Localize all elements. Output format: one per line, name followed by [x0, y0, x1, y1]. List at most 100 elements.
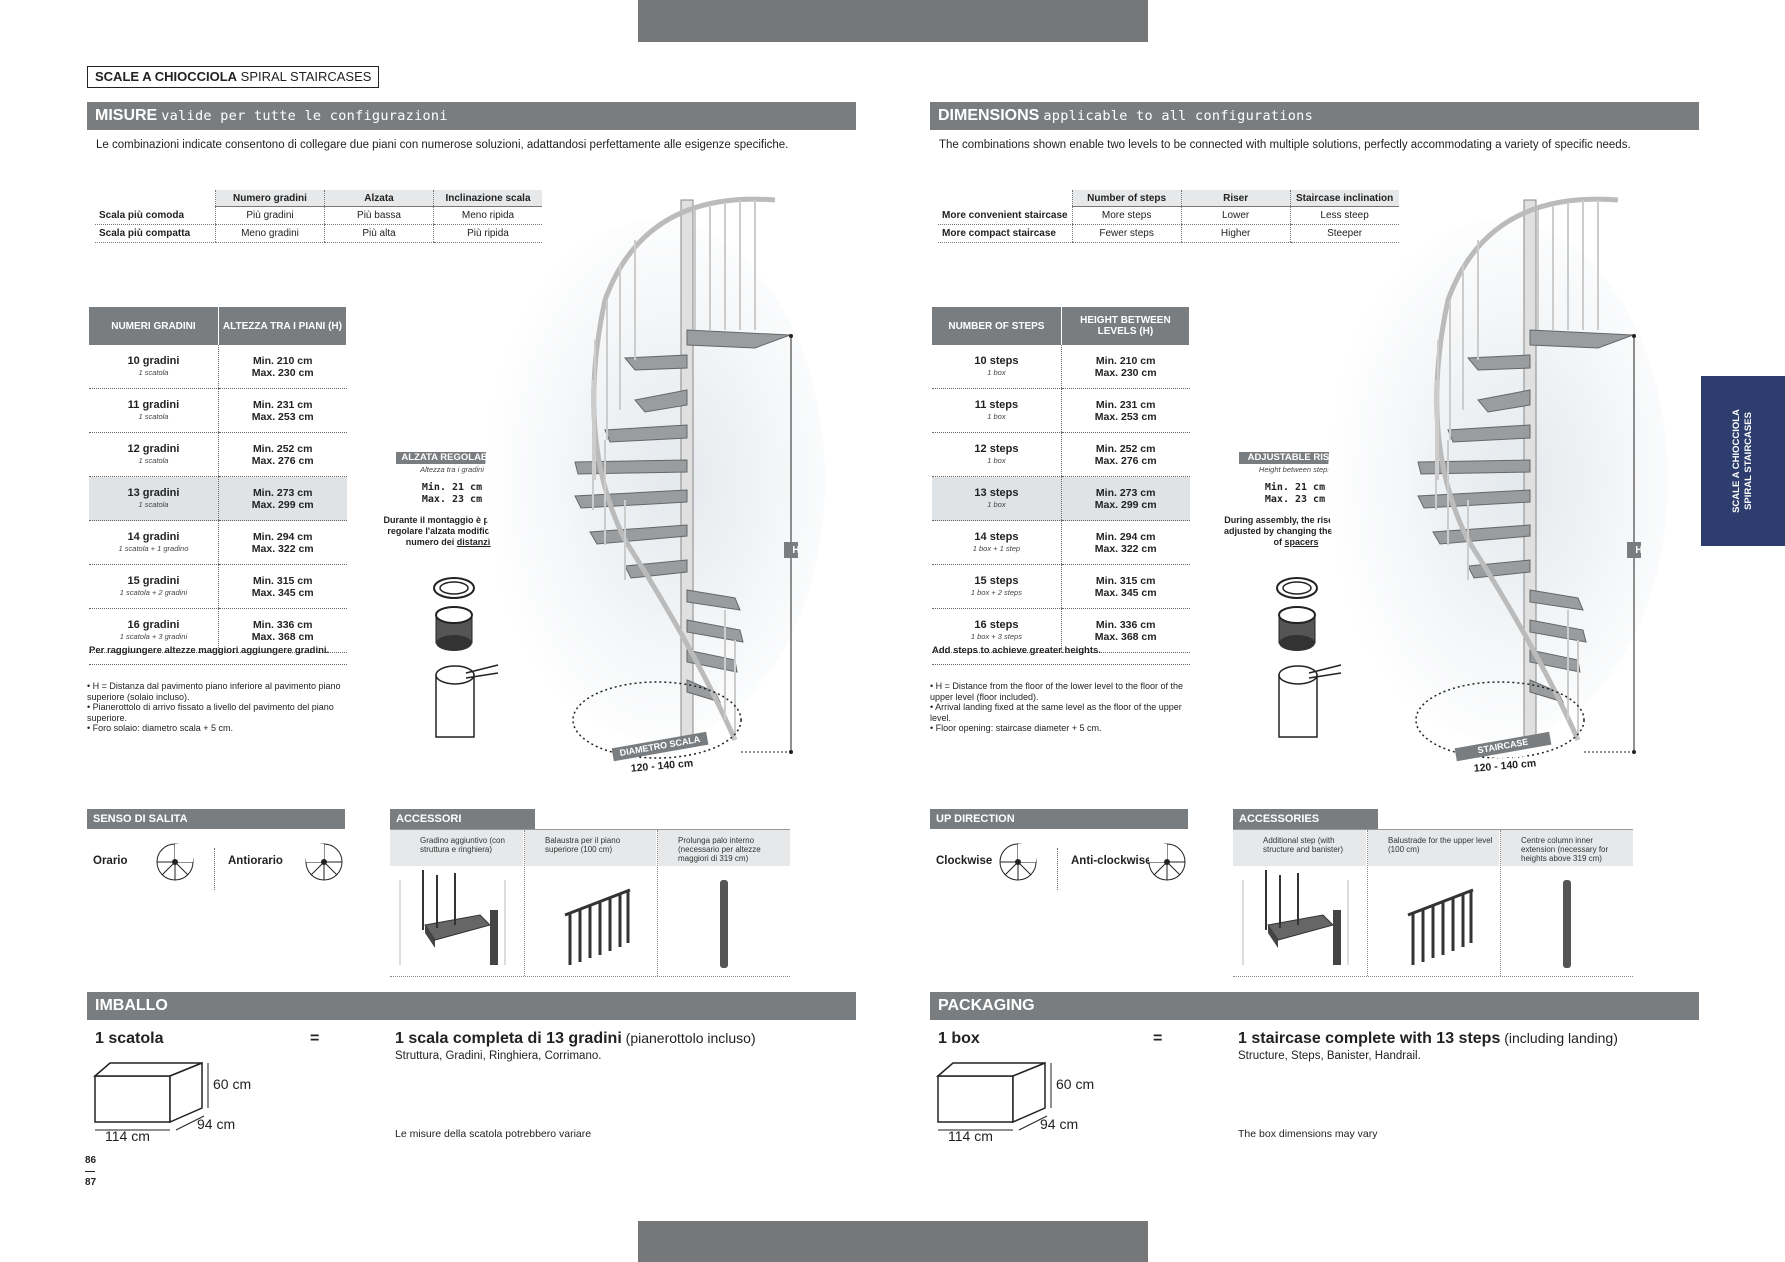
spacer-illustration [1276, 577, 1342, 738]
box-depth: 94 cm [1040, 1116, 1079, 1132]
box-height: 60 cm [213, 1076, 252, 1092]
bottom-decor-bar [638, 1221, 1148, 1262]
packaging-contents: Struttura, Gradini, Ringhiera, Corrimano… [395, 1050, 602, 1062]
bullet-note: • H = Distance from the floor of the low… [930, 681, 1184, 702]
cmp-cell: Lower [1180, 206, 1291, 225]
up-direction-header: UP DIRECTION [930, 809, 1188, 829]
height-max: Max. 253 cm [251, 410, 314, 423]
riser-sub: Height between steps [1258, 465, 1332, 474]
column-extension-image [720, 880, 728, 968]
cmp-cell: Meno ripida [433, 206, 542, 225]
height-min: Min. 294 cm [252, 530, 313, 543]
accessories-header: ACCESSORIES [1233, 809, 1378, 829]
accessory-caption: Balaustra per il piano superiore (100 cm… [525, 830, 656, 866]
height-max: Max. 368 cm [1094, 630, 1157, 643]
crumb-bold: SCALE A CHIOCCIOLA [95, 69, 238, 84]
cmp-cell: Higher [1180, 224, 1291, 243]
side-tab-line1: SCALE A CHIOCCIOLA [1731, 409, 1742, 513]
step-box: 1 scatola + 1 gradino [118, 543, 189, 553]
riser-note-link: spacers [1284, 537, 1319, 547]
step-count: 12 gradini [127, 442, 180, 455]
packaging-header-title: PACKAGING [938, 997, 1035, 1014]
step-count: 15 steps [974, 574, 1019, 587]
box-illustration [935, 1061, 1052, 1131]
cmp-cell: Più alta [324, 224, 434, 243]
dimensions-header-sub: applicable to all configurations [1043, 108, 1314, 124]
dimensions-header-bold: DIMENSIONS [938, 107, 1040, 124]
step-count: 16 steps [974, 618, 1019, 631]
clockwise-icon [156, 843, 194, 881]
bullet-note: • Arrival landing fixed at the same leve… [930, 702, 1182, 723]
page-numbers: 86 — 87 [85, 1155, 96, 1188]
page-number-left: 86 [85, 1155, 97, 1166]
riser-title: ADJUSTABLE RISER [1239, 452, 1351, 464]
cmp-cell: Scala più compatta [95, 224, 216, 243]
dimensions-header-sub: valide per tutte le configurazioni [161, 108, 448, 124]
accessory-caption: Balustrade for the upper level (100 cm) [1368, 830, 1499, 866]
cmp-cell: Meno gradini [215, 224, 325, 243]
bullet-notes: • H = Distanza dal pavimento piano infer… [87, 681, 357, 734]
cmp-header: Riser [1180, 190, 1291, 207]
packaging-description: 1 staircase complete with 13 steps (incl… [1238, 1030, 1618, 1048]
height-max: Max. 368 cm [251, 630, 314, 643]
height-max: Max. 322 cm [251, 542, 314, 555]
cmp-row: Scala più comoda Più gradini Più bassa M… [95, 206, 542, 225]
packaging-main-rest: (including landing) [1504, 1030, 1618, 1046]
riser-title: ALZATA REGOLABILE [396, 452, 508, 464]
height-label: H [792, 545, 800, 556]
balustrade-image [1407, 888, 1474, 965]
bullet-note: • Floor opening: staircase diameter + 5 … [930, 723, 1102, 733]
step-box: 1 scatola [138, 455, 169, 465]
height-min: Min. 336 cm [1095, 618, 1156, 631]
riser-min: Min. 21 cm [1264, 482, 1326, 493]
height-max: Max. 230 cm [1094, 366, 1157, 379]
balustrade-image [564, 888, 631, 965]
cmp-header: Numero gradini [215, 190, 325, 207]
dimensions-header-bold: MISURE [95, 107, 158, 124]
step-box: 1 scatola [138, 499, 169, 509]
anticlockwise-label: Anti-clockwise [1071, 855, 1152, 867]
anticlockwise-label: Antiorario [228, 855, 283, 867]
intro-text: The combinations shown enable two levels… [939, 139, 1631, 151]
height-max: Max. 230 cm [251, 366, 314, 379]
box-height: 60 cm [1056, 1076, 1095, 1092]
step-box: 1 scatola + 2 gradini [119, 587, 188, 597]
step-count: 15 gradini [127, 574, 180, 587]
height-min: Min. 315 cm [1095, 574, 1156, 587]
packaging-header: IMBALLO [87, 992, 856, 1020]
cmp-row: More compact staircase Fewer steps Highe… [938, 224, 1399, 243]
height-max: Max. 345 cm [1094, 586, 1157, 599]
box-depth: 94 cm [197, 1116, 236, 1132]
height-max: Max. 299 cm [1094, 498, 1157, 511]
additional-step-image [1242, 870, 1349, 965]
cmp-header: Number of steps [1071, 190, 1182, 207]
packaging-description: 1 scala completa di 13 gradini (pianerot… [395, 1030, 756, 1048]
spiral-staircase-illustration [1328, 196, 1668, 759]
packaging-equals: = [1153, 1030, 1163, 1047]
steps-table: NUMERI GRADINI ALTEZZA TRA I PIANI (H) 1… [89, 307, 348, 653]
page-number-sep: — [85, 1166, 95, 1177]
steps-header: ALTEZZA TRA I PIANI (H) [218, 307, 348, 345]
step-box: 1 scatola + 3 gradini [119, 631, 188, 641]
